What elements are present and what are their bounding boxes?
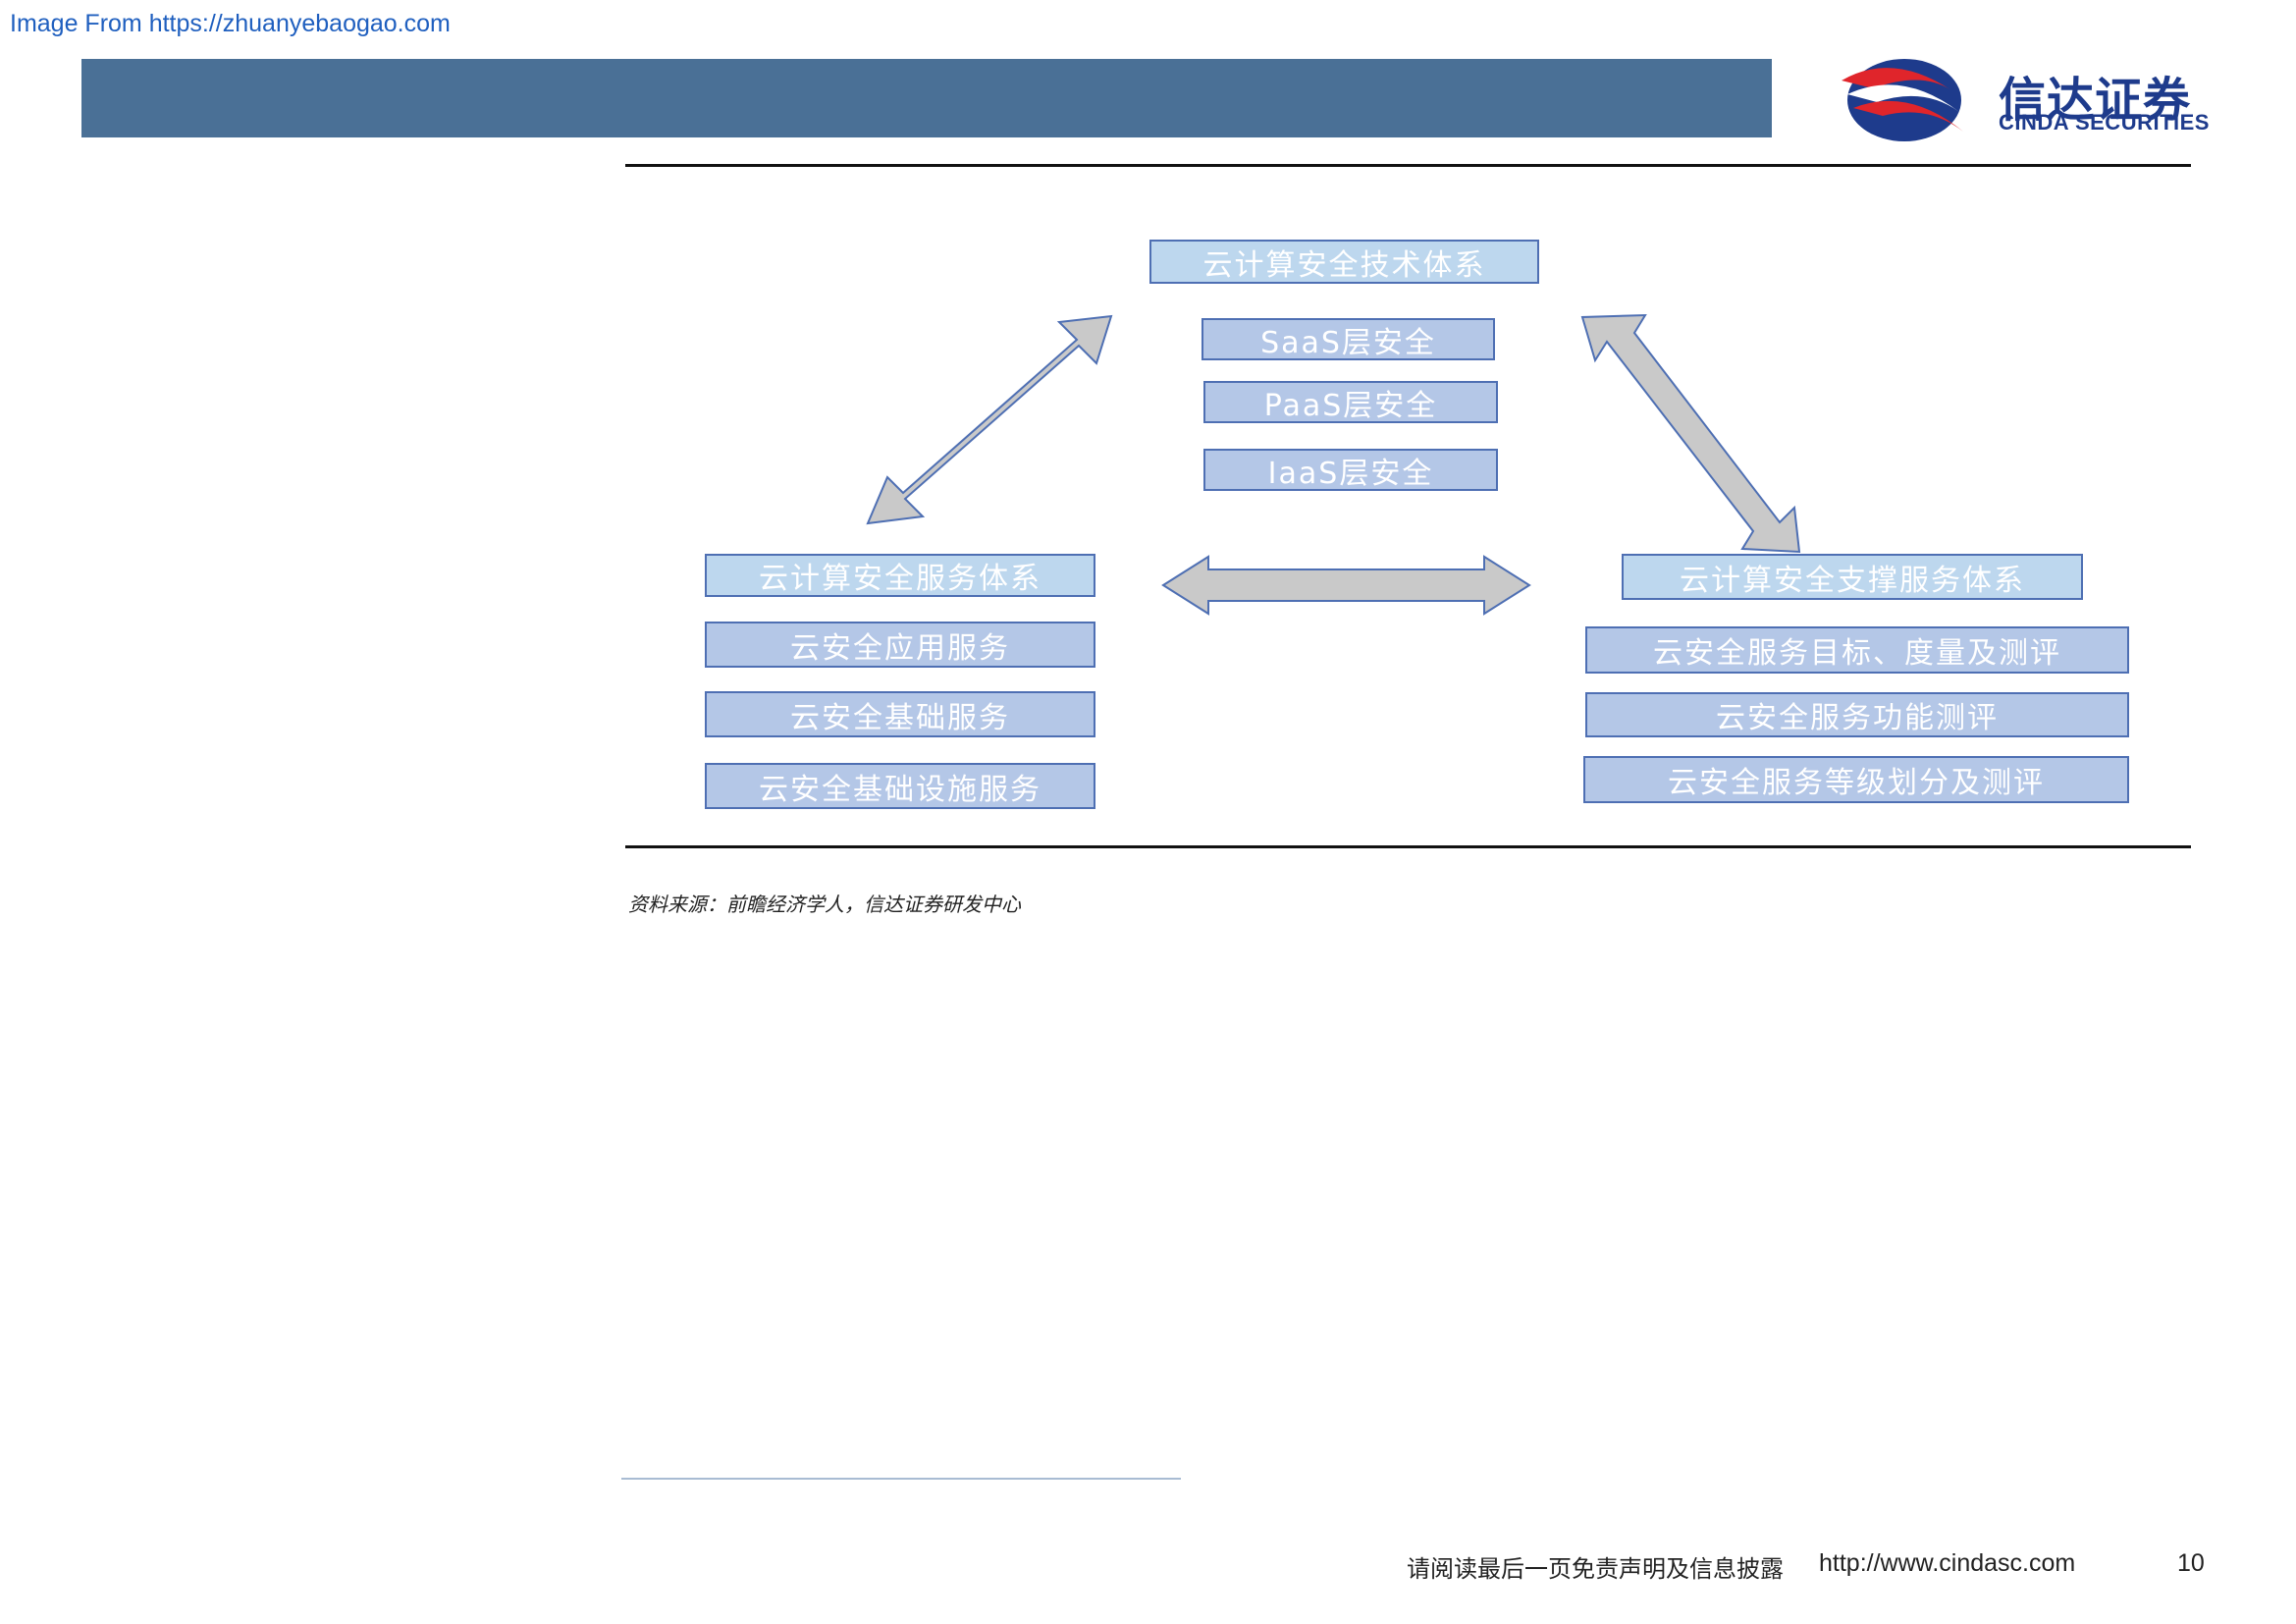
left-item-basic: 云安全基础服务 — [705, 691, 1095, 737]
right-item-function: 云安全服务功能测评 — [1585, 692, 2129, 737]
left-item-infra: 云安全基础设施服务 — [705, 763, 1095, 809]
header-bar — [81, 59, 1772, 137]
right-title-box: 云计算安全支撑服务体系 — [1622, 554, 2083, 600]
source-note: 资料来源：前瞻经济学人，信达证券研发中心 — [628, 893, 1021, 916]
bottom-rule — [625, 845, 2191, 848]
top-item-paas: PaaS层安全 — [1203, 381, 1498, 423]
left-item-app: 云安全应用服务 — [705, 622, 1095, 668]
logo-name-zh: 信达证券 — [1999, 73, 2192, 128]
top-item-saas: SaaS层安全 — [1201, 318, 1495, 360]
right-item-grading: 云安全服务等级划分及测评 — [1583, 756, 2129, 803]
watermark: Image From https://zhuanyebaogao.com — [10, 10, 451, 37]
footer-disclaimer: 请阅读最后一页免责声明及信息披露 — [1407, 1555, 1784, 1583]
cinda-logo-icon — [1842, 59, 1963, 141]
top-item-iaas: IaaS层安全 — [1203, 449, 1498, 491]
left-title-box: 云计算安全服务体系 — [705, 554, 1095, 597]
top-title-box: 云计算安全技术体系 — [1149, 240, 1539, 284]
right-item-metrics: 云安全服务目标、度量及测评 — [1585, 626, 2129, 674]
double-arrow-horizontal — [1161, 555, 1531, 616]
footer-url[interactable]: http://www.cindasc.com — [1819, 1549, 2076, 1577]
top-rule — [625, 164, 2191, 167]
double-arrow-top-left — [866, 314, 1113, 525]
page-number: 10 — [2177, 1549, 2205, 1577]
double-arrow-top-right — [1580, 313, 1801, 554]
logo-name-en: CINDA SECURITIES — [1999, 110, 2210, 135]
footnote-rule — [621, 1478, 1181, 1480]
